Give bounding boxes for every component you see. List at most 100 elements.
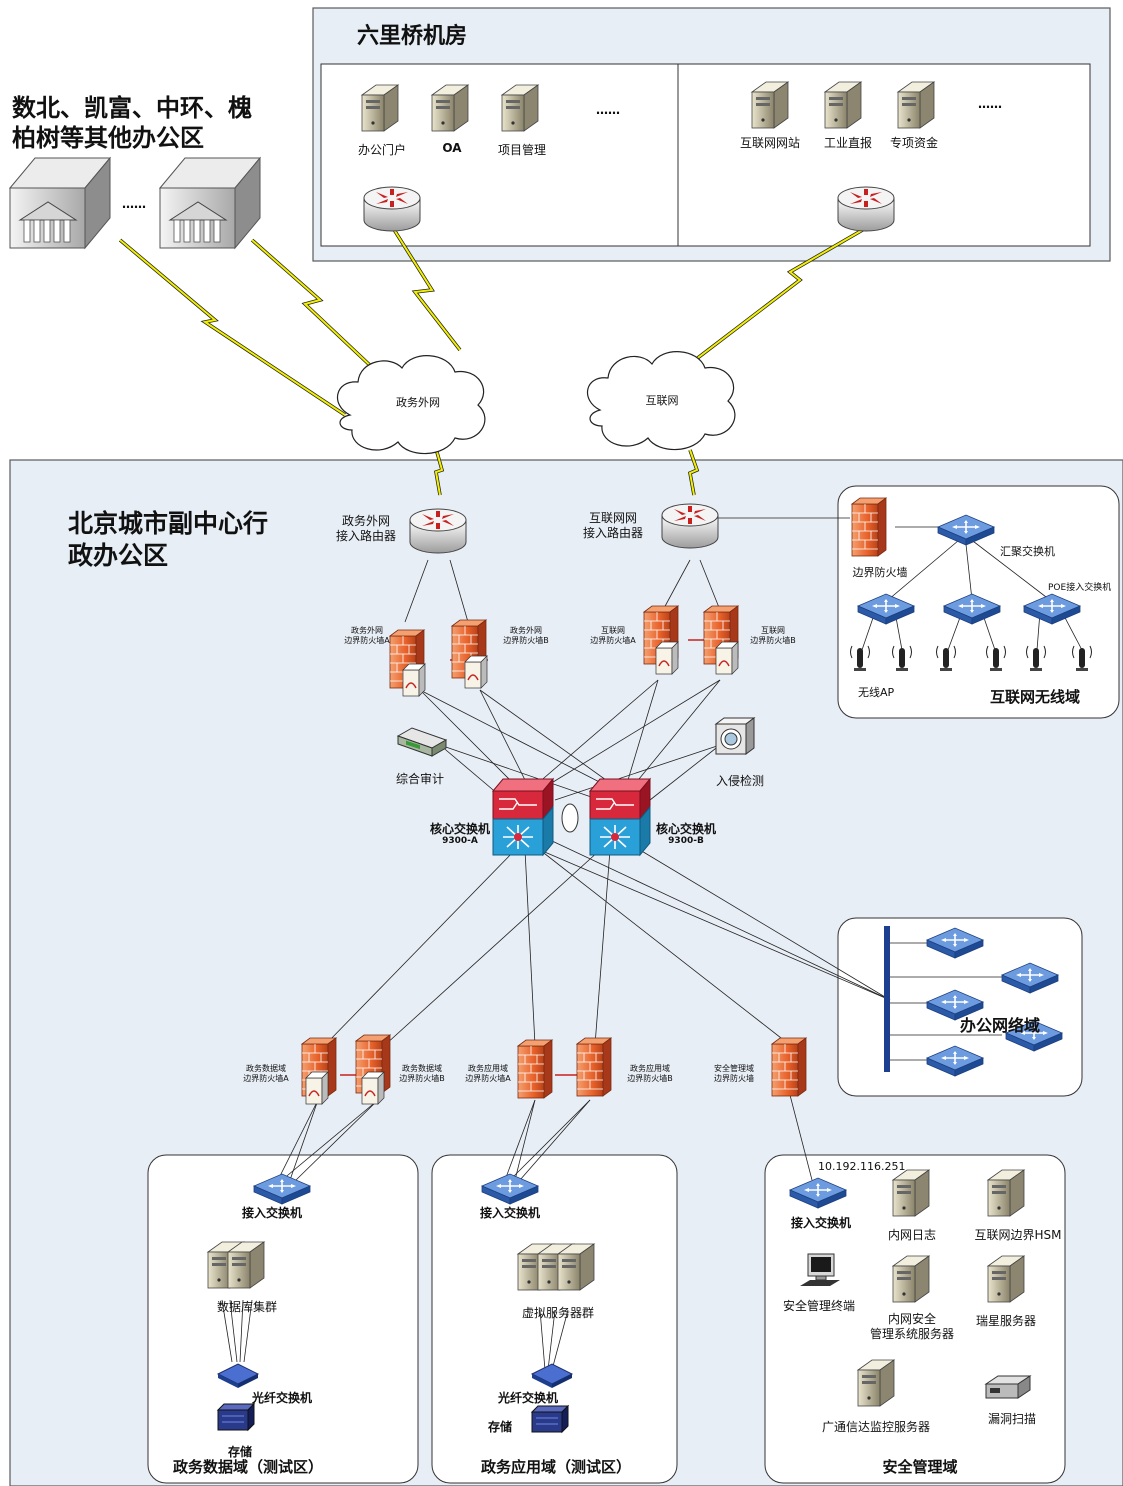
vuln-scan-label: 漏洞扫描 [987,1412,1037,1426]
server-icon [751,81,789,129]
vuln-scanner-icon [984,1375,1032,1399]
app-label: 项目管理 [497,143,547,157]
server-icon [857,1359,895,1407]
data-cluster-label: 数据库集群 [216,1300,278,1314]
server-icon [987,1169,1025,1217]
inet-router-label: 互联网网 接入路由器 [582,511,644,540]
wireless-firewall-label: 边界防火墙 [852,566,908,579]
app-fc-switch-label: 光纤交换机 [497,1391,559,1405]
liulqiao-title: 六里桥机房 [357,24,468,49]
lower-firewall-label: 政务数据域 边界防火墙A [243,1064,289,1083]
ellipsis-right-apps: …… [978,97,1002,111]
minisrv-icon [361,1071,385,1105]
sec-domain-title: 安全管理域 [882,1458,958,1476]
ids-label: 入侵检测 [716,774,765,788]
office-net-bus [884,926,890,1072]
wan-links [118,226,867,496]
ap-label: 无线AP [858,686,895,699]
liulqiao-inner-box [320,63,1091,247]
data-storage-label: 存储 [227,1445,253,1459]
server-icon [361,84,399,132]
inet-router-icon [661,503,719,549]
router-icon [363,186,421,232]
ellipsis-left-apps: …… [596,103,620,117]
minisrv-icon [402,663,426,697]
firewall-icon [771,1037,807,1097]
rising-label: 瑞星服务器 [975,1314,1037,1328]
ids-icon [714,717,756,755]
data-access-switch-label: 接入交换机 [241,1206,303,1220]
router-icon [837,186,895,232]
other-offices-title: 数北、凯富、中环、槐 柏树等其他办公区 [12,94,252,152]
gov-extranet-cloud-label: 政务外网 [396,396,440,409]
mgmt-terminal-label: 安全管理终端 [782,1299,856,1313]
server-icon [897,81,935,129]
storage-icon [217,1403,255,1431]
server-icon [892,1169,930,1217]
data-domain-box [147,1154,419,1484]
minisrv-icon [464,655,488,689]
sec-domain-box [764,1154,1066,1484]
app-label: OA [442,141,462,155]
app-label: 工业直报 [823,136,873,150]
server-icon [431,84,469,132]
app-label: 办公门户 [357,143,407,157]
poe-switch-label: POE接入交换机 [1048,583,1112,593]
server-icon [987,1255,1025,1303]
core-link-icon [561,803,579,833]
core-switch-a-icon [492,778,554,856]
gov-extranet-cloud [336,355,486,455]
core-switch-b-icon [589,778,651,856]
core-a-label: 核心交换机 [429,822,491,836]
server-icon [227,1241,265,1289]
app-domain-title: 政务应用域（测试区） [480,1458,632,1476]
office-net-domain-title: 办公网络域 [960,1016,1041,1035]
monitor-label: 广通信达监控服务器 [821,1420,931,1434]
sec-ip-label: 10.192.116.251 [818,1160,906,1173]
core-b-model: 9300-B [668,836,704,846]
building-icon [9,157,111,249]
firewall-icon [517,1039,553,1099]
upper-firewall-label: 政务外网 边界防火墙B [503,626,549,645]
upper-firewall-label: 互联网 边界防火墙A [590,626,636,645]
intranet-log-label: 内网日志 [887,1228,937,1242]
app-domain-box [431,1154,678,1484]
storage-icon [531,1405,569,1433]
minisrv-icon [305,1071,329,1105]
core-a-model: 9300-A [442,836,478,846]
gov-router-icon [409,508,467,554]
upper-firewall-label: 政务外网 边界防火墙A [344,626,390,645]
server-icon [501,84,539,132]
firewall-icon [576,1037,612,1097]
app-access-switch-label: 接入交换机 [479,1206,541,1220]
internet-cloud-label: 互联网 [645,394,679,407]
gov-router-label: 政务外网 接入路由器 [335,514,397,543]
wireless-firewall-icon [851,497,887,557]
agg-switch-label: 汇聚交换机 [1000,545,1055,558]
internet-cloud [586,351,736,451]
app-label: 专项资金 [889,136,939,150]
terminal-icon [800,1253,840,1286]
minisrv-icon [715,641,739,675]
wireless-domain-title: 互联网无线域 [990,688,1081,706]
audit-label: 综合审计 [396,772,445,786]
sec-access-switch-label: 接入交换机 [790,1216,852,1230]
server-icon [892,1255,930,1303]
minisrv-icon [655,641,679,675]
app-label: 互联网网站 [739,136,801,150]
app-cluster-label: 虚拟服务器群 [521,1306,595,1320]
main-office-title: 北京城市副中心行 政办公区 [68,509,269,570]
server-icon [557,1243,595,1291]
app-storage-label: 存储 [488,1420,513,1434]
upper-firewall-label: 互联网 边界防火墙B [750,626,796,645]
building-icon [159,157,261,249]
lower-firewall-label: 政务数据域 边界防火墙B [399,1064,445,1083]
server-icon [824,81,862,129]
data-fc-switch-label: 光纤交换机 [252,1391,313,1405]
lower-firewall-label: 安全管理域 边界防火墙 [714,1064,754,1083]
lower-firewall-label: 政务应用域 边界防火墙B [627,1064,673,1083]
data-domain-title: 政务数据域（测试区） [172,1458,324,1476]
core-b-label: 核心交换机 [655,822,717,836]
ellipsis-buildings: …… [122,197,146,211]
intranet-sec-label: 内网安全 管理系统服务器 [869,1312,955,1341]
